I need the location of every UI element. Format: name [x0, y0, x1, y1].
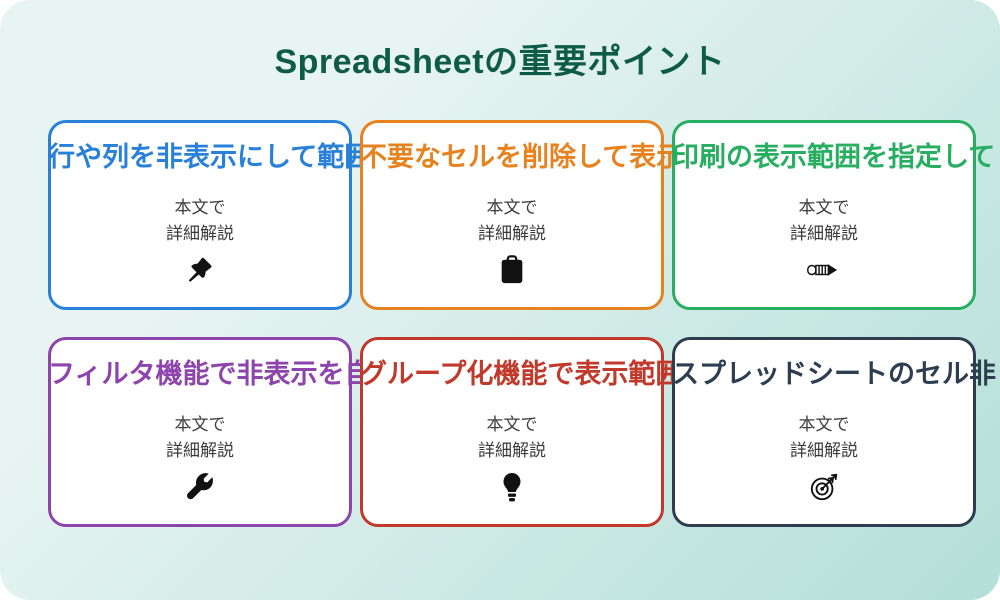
card-grid: 行や列を非表示にして範囲 本文で 詳細解説 不要なセルを削除して表示 本文で 詳… [48, 120, 996, 530]
card-body: 本文で 詳細解説 [166, 415, 234, 462]
pushpin-icon [51, 255, 349, 285]
card-item[interactable]: フィルタ機能で非表示を自 本文で 詳細解説 [48, 337, 372, 527]
lightbulb-icon [363, 472, 661, 504]
card-body: 本文で 詳細解説 [790, 198, 858, 245]
card-title: スプレッドシートのセル非 [672, 359, 996, 389]
card-item[interactable]: 不要なセルを削除して表示 本文で 詳細解説 [360, 120, 684, 310]
card-item[interactable]: 行や列を非表示にして範囲 本文で 詳細解説 [48, 120, 372, 310]
clipboard-icon [363, 255, 661, 285]
card-title: グループ化機能で表示範囲 [360, 359, 683, 389]
card-item[interactable]: グループ化機能で表示範囲 本文で 詳細解説 [360, 337, 683, 527]
target-dart-icon [675, 472, 973, 502]
card-title: 行や列を非表示にして範囲 [48, 142, 372, 172]
page-title: Spreadsheetの重要ポイント [274, 43, 726, 81]
card-title: 不要なセルを削除して表示 [360, 142, 684, 172]
card-body: 本文で 詳細解説 [478, 198, 546, 245]
card-body: 本文で 詳細解説 [478, 415, 546, 462]
card-body: 本文で 詳細解説 [166, 198, 234, 245]
card-title: 印刷の表示範囲を指定して [672, 142, 996, 172]
pencil-icon [675, 255, 973, 281]
card-body: 本文で 詳細解説 [790, 415, 858, 462]
card-item[interactable]: 印刷の表示範囲を指定して 本文で 詳細解説 [672, 120, 996, 310]
card-item[interactable]: スプレッドシートのセル非 本文で 詳細解説 [672, 337, 996, 527]
card-title: フィルタ機能で非表示を自 [48, 359, 372, 389]
wrench-icon [51, 472, 349, 502]
